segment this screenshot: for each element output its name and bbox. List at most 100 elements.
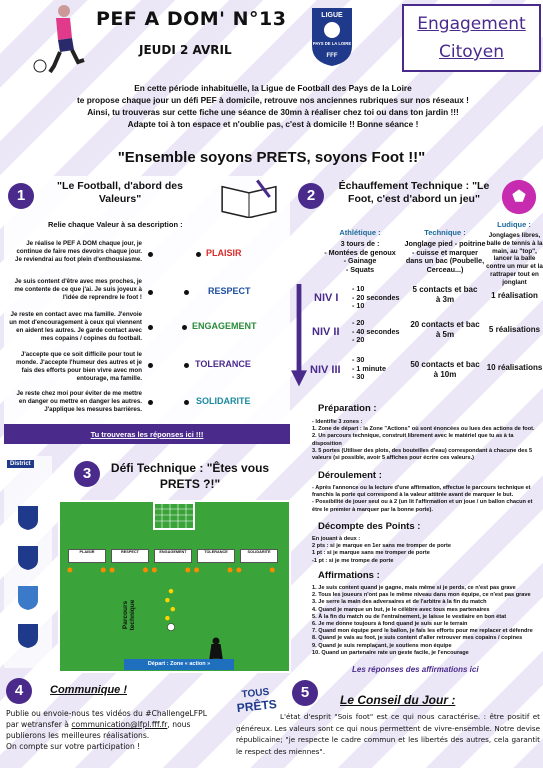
values-answers-link[interactable]: Tu trouveras les réponses ici !!! (90, 430, 204, 439)
football-icon (501, 179, 537, 215)
section-number: 2 (298, 183, 324, 209)
value-dot[interactable] (184, 290, 189, 295)
values-instruction: Relie chaque Valeur à sa description : (48, 220, 183, 229)
link-dot[interactable] (148, 252, 153, 257)
col-intro-ludique: Jonglages libres, balle de tennis à la m… (486, 232, 543, 286)
decompte-text: En jouant à deux : 2 pts : si je marque … (312, 536, 540, 565)
engagement-citoyen-box: Engagement Citoyen (402, 4, 541, 72)
col-intro-athletique: 3 tours de : - Montées de genoux - Gaina… (324, 239, 396, 274)
affirmation-text: À la fin du match ou de l'entraînement, … (318, 613, 507, 620)
section-number: 5 (292, 680, 318, 706)
level-3-athletique: - 30 - 1 minute - 30 (352, 355, 386, 382)
gate-cones (67, 567, 275, 573)
district-shield-icon (18, 624, 38, 648)
level-1-athletique: - 10 - 20 secondes - 10 (352, 284, 400, 311)
value-description: Je réalise le PEF A DOM chaque jour, je … (15, 240, 142, 263)
gate-card-respect: RESPECT (111, 549, 149, 563)
link-dot[interactable] (148, 325, 153, 330)
value-dot[interactable] (184, 363, 189, 368)
value-tolerance: TOLERANCE (195, 359, 251, 369)
level-3-label: NIV III (310, 364, 341, 376)
value-solidarite: SOLIDARITE (196, 396, 251, 406)
conseil-text: L'état d'esprit "Sois foot" est ce qui n… (236, 712, 540, 756)
decompte-line: 2 pts : si je marque en 1er sans me trom… (312, 543, 451, 550)
affirmation-text: Quand je vais au foot, je suis content d… (318, 635, 523, 642)
level-2-athletique: - 20 - 40 secondes - 20 (352, 318, 400, 345)
link-dot[interactable] (148, 290, 153, 295)
level-1-ludique: 1 réalisation (491, 291, 538, 300)
level-2-ludique: 5 réalisations (488, 325, 541, 334)
section-number: 4 (6, 678, 32, 704)
level-1-technique: 5 contacts et bac à 3m (412, 285, 478, 304)
contact-email-link[interactable]: communication@lfpl.fff.fr (71, 720, 168, 729)
deroulement-text: - Après l'annonce ou la lecture d'une af… (312, 485, 540, 514)
affirmation-item: 2. Tous les joueurs n'ont pas le même ni… (312, 592, 531, 599)
communique-line: On compte sur votre participation ! (6, 742, 141, 751)
value-engagement: ENGAGEMENT (192, 321, 257, 331)
affirmation-item: 4. Quand je marque un but, je le célèbre… (312, 606, 490, 613)
book-icon (221, 179, 277, 218)
decompte-line: 1 pt : si je marque sans me tromper de p… (312, 550, 430, 557)
affirmation-text: Quand je suis remplaçant, je soutiens mo… (318, 642, 452, 649)
level-3-ludique: 10 réalisations (486, 363, 543, 372)
col-head-athletique: Athlétique : (339, 228, 381, 237)
communique-line: par wetransfer à communication@lfpl.fff.… (6, 719, 228, 730)
communique-line: publierons les meilleures réalisations. (6, 731, 150, 740)
affirmation-text: Quand mon équipe perd le ballon, je fais… (318, 628, 533, 635)
district-shield-icon (18, 546, 38, 570)
affirmation-item: 3. Je serre la main des adversaires et d… (312, 599, 487, 606)
logo-fff: FFF (327, 53, 338, 59)
prep-line: 2. Un parcours technique, construit libr… (312, 433, 514, 447)
col-intro-technique: Jonglage pied - poitrine - cuisse et mar… (404, 239, 486, 274)
prep-line: - Identifie 3 zones : (312, 419, 363, 425)
affirmations-answers-link[interactable]: Les réponses des affirmations ici (352, 665, 479, 674)
district-shield-icon (18, 586, 38, 610)
value-respect: RESPECT (208, 286, 251, 296)
prep-text: - Identifie 3 zones : 1. Zone de départ … (312, 419, 540, 462)
depart-zone: Départ : Zone « action » (124, 659, 234, 670)
warmup-title: Échauffement Technique : "Le Foot, c'est… (338, 180, 490, 205)
gate-card-solidarite: SOLIDARITE (240, 549, 278, 563)
intro-line: Adapte toi à ton espace et n'oublie pas,… (127, 119, 419, 129)
intro-text: En cette période inhabituelle, la Ligue … (6, 82, 540, 130)
affirmation-item: 7. Quand mon équipe perd le ballon, je f… (312, 628, 533, 635)
communique-text-fragment: , nous (167, 720, 191, 729)
goal-icon (153, 502, 195, 530)
affirmation-text: Je suis content quand je gagne, mais mêm… (318, 585, 516, 591)
logo-ligue: LIGUE (321, 12, 343, 19)
player-illustration (33, 5, 85, 74)
values-answers-bar (4, 424, 290, 444)
affirmation-text: Je me donne toujours à fond quand je sui… (318, 621, 468, 628)
affirmation-item: 6. Je me donne toujours à fond quand je … (312, 621, 468, 628)
page-date: JEUDI 2 AVRIL (139, 43, 232, 57)
district-label: District (7, 460, 34, 468)
affirmation-text: Quand je marque un but, je le célèbre av… (318, 606, 490, 613)
defi-title: Défi Technique : "Êtes vous PRETS ?!" (110, 461, 270, 491)
level-arrow (291, 284, 307, 387)
link-dot[interactable] (148, 400, 153, 405)
engagement-line-2: Citoyen (439, 42, 504, 62)
col-head-ludique: Ludique : (497, 220, 531, 229)
communique-line: Publie ou envoie-nous tes vidéos du #Cha… (6, 709, 207, 718)
value-description: Je suis content d'être avec mes proches,… (14, 278, 142, 301)
prep-line: 3. 5 portes (Utiliser des plots, des bou… (312, 447, 533, 462)
decompte-line: -1 pt : si je me trompe de porte (312, 557, 394, 564)
engagement-line-1: Engagement (417, 14, 526, 34)
value-dot[interactable] (182, 325, 187, 330)
section-number: 1 (8, 183, 34, 209)
level-3-technique: 50 contacts et bac à 10m (410, 360, 480, 379)
page-title: PEF A DOM' N°13 (96, 8, 287, 30)
value-dot[interactable] (184, 400, 189, 405)
value-description: J'accepte que ce soit difficile pour tou… (15, 351, 142, 382)
values-title: "Le Football, d'abord des Valeurs" (57, 180, 183, 205)
communique-text-fragment: par wetransfer à (6, 720, 72, 729)
value-dot[interactable] (196, 252, 201, 257)
value-description: Je reste en contact avec ma famille. J'e… (9, 311, 142, 342)
col-head-technique: Technique : (424, 228, 466, 237)
deroulement-title: Déroulement : (318, 470, 382, 481)
link-dot[interactable] (148, 363, 153, 368)
value-description: Je reste chez moi pour éviter de me mett… (16, 390, 142, 413)
communique-text: Publie ou envoie-nous tes vidéos du #Cha… (6, 708, 228, 752)
affirmation-text: Quand un partenaire rate un geste facile… (321, 649, 469, 656)
affirmation-text: Tous les joueurs n'ont pas le même nivea… (318, 592, 531, 599)
